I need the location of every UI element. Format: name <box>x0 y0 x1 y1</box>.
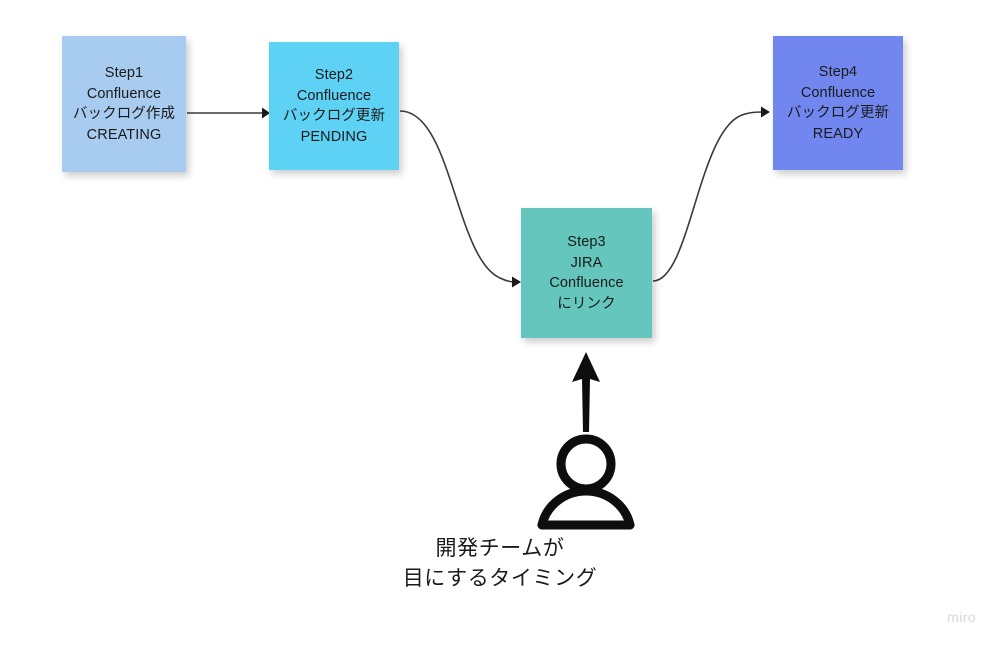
sticky-note-step2-line-3: バックログ更新 <box>282 108 386 124</box>
miro-watermark: miro <box>947 609 976 625</box>
sticky-note-step4[interactable]: Step4 Confluence バックログ更新 READY <box>773 36 903 170</box>
sticky-note-step2-line-1: Step2 <box>314 67 354 83</box>
sticky-note-step1-line-2: Confluence <box>86 85 162 102</box>
sticky-note-step4-line-3: バックログ更新 <box>786 105 890 121</box>
connector-step2-to-step3 <box>399 110 521 288</box>
connector-step1-to-step2 <box>187 107 270 119</box>
sticky-note-step1-line-3: バックログ作成 <box>72 106 176 122</box>
sticky-note-step3-line-3: Confluence <box>549 275 624 291</box>
sticky-note-step3-line-1: Step3 <box>567 234 606 250</box>
sticky-note-step2[interactable]: Step2 Confluence バックログ更新 PENDING <box>269 42 399 170</box>
person-caption-line-1: 開発チームが <box>435 537 565 560</box>
sticky-note-step3-line-4: にリンク <box>557 295 616 312</box>
person-icon <box>537 434 635 530</box>
connector-person-to-step3 <box>572 352 600 432</box>
connector-step3-to-step4 <box>652 106 770 282</box>
sticky-note-step3-line-2: JIRA <box>570 254 603 271</box>
sticky-note-step1[interactable]: Step1 Confluence バックログ作成 CREATING <box>62 36 186 172</box>
sticky-note-step4-line-2: Confluence <box>800 84 876 101</box>
sticky-note-step1-line-1: Step1 <box>104 65 144 81</box>
sticky-note-step4-line-1: Step4 <box>818 64 858 80</box>
person-caption-line-2: 目にするタイミング <box>402 567 598 590</box>
sticky-note-step4-line-4: READY <box>812 125 864 142</box>
person-caption: 開発チームが 目にするタイミング <box>0 534 1000 594</box>
sticky-note-step2-line-4: PENDING <box>300 128 368 145</box>
sticky-note-step2-line-2: Confluence <box>296 87 372 104</box>
sticky-note-step1-line-4: CREATING <box>86 126 162 143</box>
sticky-note-step3[interactable]: Step3 JIRA Confluence にリンク <box>521 208 652 338</box>
